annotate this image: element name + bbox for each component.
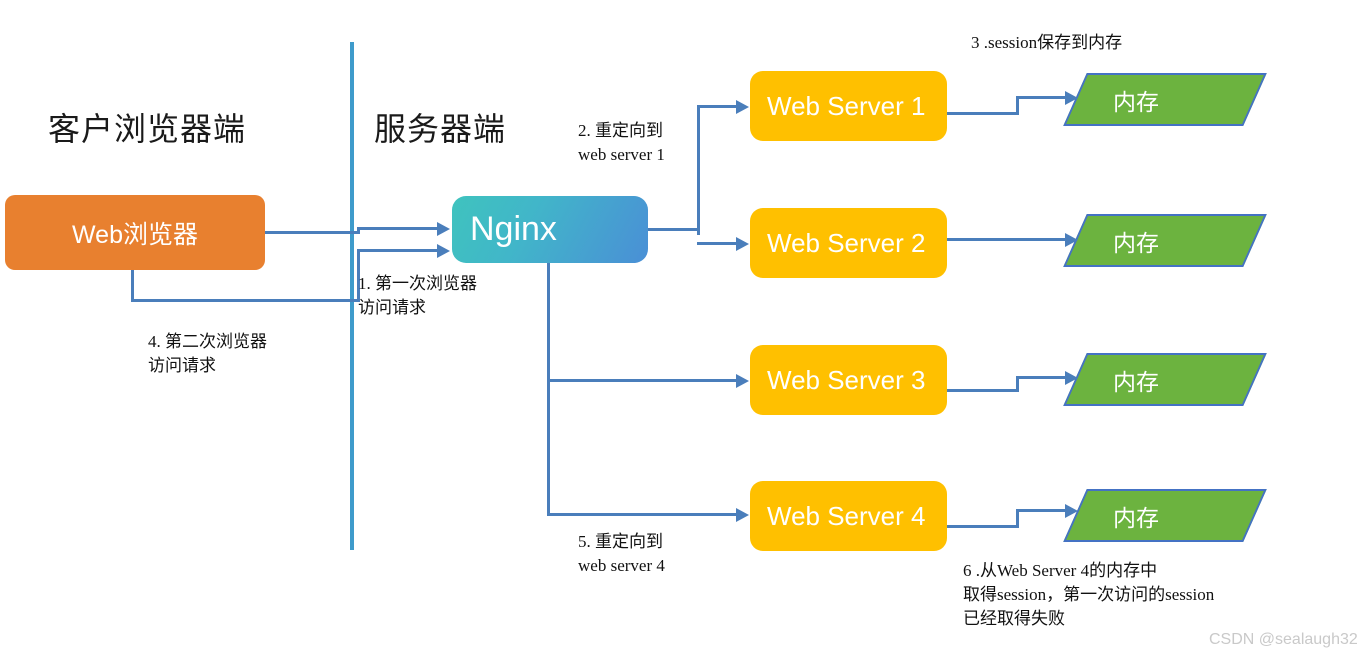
connector-nginx-right-stub	[648, 228, 700, 231]
connector-browser-to-nginx-seg-h1	[265, 231, 360, 234]
arrowhead-nginx-to-ws3	[736, 374, 749, 388]
arrowhead-ws4-to-memory	[1065, 504, 1078, 518]
connector-ws4-to-memory-seg-h1	[947, 525, 1019, 528]
arrowhead-ws3-to-memory	[1065, 371, 1078, 385]
node-nginx[interactable]: Nginx	[452, 196, 648, 263]
note-step-3: 3 .session保存到内存	[971, 33, 1123, 52]
client-server-divider	[350, 42, 354, 550]
arrowhead-ws2-to-memory	[1065, 233, 1078, 247]
node-memory-1[interactable]: 内存	[1063, 73, 1267, 126]
connector-ws1-to-memory-seg-v	[1016, 96, 1019, 115]
note-step-1: 1. 第一次浏览器 访问请求	[358, 274, 477, 318]
arrowhead-browser-to-nginx-1	[437, 222, 450, 236]
connector-browser-to-nginx-seg-h2	[357, 227, 439, 230]
connector-browser-second-request-seg-h2	[357, 249, 439, 252]
arrowhead-ws1-to-memory	[1065, 91, 1078, 105]
connector-browser-second-request-seg-h1	[131, 299, 360, 302]
connector-nginx-lower-trunk	[547, 263, 550, 516]
connector-browser-second-request-seg-v2	[357, 249, 360, 302]
memory-label: 内存	[1113, 505, 1159, 531]
node-web-server-3[interactable]: Web Server 3	[750, 345, 947, 415]
connector-nginx-to-ws3	[547, 379, 739, 382]
connector-nginx-upper-trunk	[697, 105, 700, 235]
memory-label: 内存	[1113, 369, 1159, 395]
watermark-csdn: CSDN @sealaugh32	[1209, 631, 1358, 648]
section-title-server: 服务器端	[374, 111, 507, 147]
arrowhead-nginx-to-ws4	[736, 508, 749, 522]
connector-browser-second-request-seg-v1	[131, 270, 134, 302]
arrowhead-nginx-to-ws1	[736, 100, 749, 114]
memory-label: 内存	[1113, 230, 1159, 256]
arrowhead-browser-to-nginx-2	[437, 244, 450, 258]
connector-ws3-to-memory-seg-h2	[1016, 376, 1068, 379]
connector-nginx-to-ws1	[697, 105, 739, 108]
connector-nginx-to-ws2	[697, 242, 739, 245]
node-web-server-4[interactable]: Web Server 4	[750, 481, 947, 551]
note-step-4: 4. 第二次浏览器 访问请求	[148, 332, 267, 376]
memory-label: 内存	[1113, 89, 1159, 115]
node-memory-2[interactable]: 内存	[1063, 214, 1267, 267]
note-step-2: 2. 重定向到 web server 1	[578, 121, 665, 165]
note-step-5: 5. 重定向到 web server 4	[578, 532, 665, 576]
node-web-server-2[interactable]: Web Server 2	[750, 208, 947, 278]
note-step-6: 6 .从Web Server 4的内存中 取得session，第一次访问的ses…	[963, 561, 1215, 629]
connector-nginx-to-ws4	[547, 513, 739, 516]
connector-browser-to-nginx-seg-v1	[357, 228, 360, 234]
connector-ws4-to-memory-seg-h2	[1016, 509, 1068, 512]
connector-ws1-to-memory-seg-h1	[947, 112, 1019, 115]
connector-ws4-to-memory-seg-v	[1016, 509, 1019, 528]
connector-ws3-to-memory-seg-h1	[947, 389, 1019, 392]
connector-ws1-to-memory-seg-h2	[1016, 96, 1068, 99]
section-title-client: 客户浏览器端	[48, 111, 247, 147]
arrowhead-nginx-to-ws2	[736, 237, 749, 251]
node-memory-4[interactable]: 内存	[1063, 489, 1267, 542]
node-web-server-1[interactable]: Web Server 1	[750, 71, 947, 141]
connector-ws3-to-memory-seg-v	[1016, 376, 1019, 392]
connector-ws2-to-memory	[947, 238, 1068, 241]
node-web-browser[interactable]: Web浏览器	[5, 195, 265, 270]
node-memory-3[interactable]: 内存	[1063, 353, 1267, 406]
